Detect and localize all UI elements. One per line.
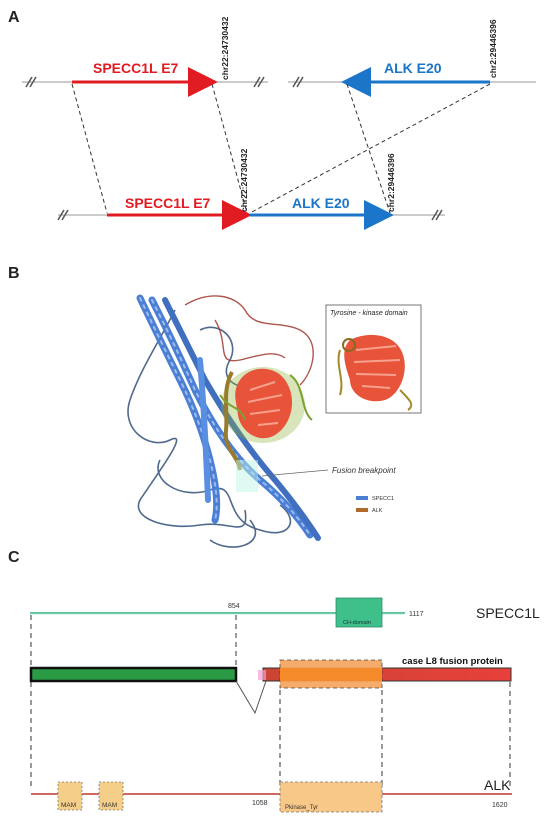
fusion-alk-label: ALK E20 — [292, 195, 350, 211]
panel-a-top-specc1l: SPECC1L E7 chr22:24730432 — [22, 16, 268, 97]
ch-domain-box — [335, 597, 383, 628]
mam-label-1: MAM — [61, 802, 76, 809]
alk-e20-label: ALK E20 — [384, 60, 442, 76]
legend-specc1: SPECC1 — [372, 496, 394, 502]
specc1l-e7-label: SPECC1L E7 — [93, 60, 179, 76]
panel-c-dashed-guides — [30, 615, 511, 788]
mam-label-2: MAM — [102, 802, 117, 809]
specc1l-domain-map: CH-domain 854 1117 SPECC1L — [30, 597, 540, 628]
alk-pos-1620: 1620 — [492, 802, 508, 809]
fusion-protein-bar: case L8 fusion protein — [29, 656, 512, 715]
ch-domain-label: CH-domain — [343, 620, 371, 626]
breakpoint-callout: Fusion breakpoint — [261, 466, 396, 477]
panel-b-label: B — [8, 265, 20, 282]
pkinase-label: Pkinase_Tyr — [285, 805, 318, 811]
panel-a-label: A — [8, 9, 20, 26]
panel-c-label: C — [8, 549, 20, 566]
pkinase-domain — [279, 781, 383, 813]
fusion-protein-label: case L8 fusion protein — [402, 656, 503, 667]
alk-domain-map: MAM MAM Pkinase_Tyr 1058 1620 ALK — [31, 777, 512, 813]
splice-v-line — [235, 680, 267, 715]
alk-pos-1058: 1058 — [252, 800, 268, 807]
panel-a-top-alk: ALK E20 chr2:29446396 — [288, 19, 536, 97]
fusion-chr22-coord: chr22:24730432 — [239, 148, 249, 212]
breakpoint-label: Fusion breakpoint — [332, 466, 396, 475]
fusion-specc1l-segment — [29, 666, 238, 683]
fusion-chr2-coord: chr2:29446396 — [386, 153, 396, 212]
kinase-inset-title: Tyrosine - kinase domain — [330, 310, 408, 317]
structure-legend: SPECC1 ALK — [356, 496, 394, 514]
fusion-specc1l-label: SPECC1L E7 — [125, 195, 211, 211]
mam-domain-2 — [98, 781, 124, 811]
protein-structure-image — [127, 294, 321, 548]
panel-a-dashed-connectors — [71, 83, 491, 214]
mam-domain-1 — [57, 781, 83, 811]
specc1l-pos-854: 854 — [228, 603, 240, 610]
legend-alk: ALK — [372, 508, 383, 514]
chr22-coord-label: chr22:24730432 — [220, 16, 230, 80]
kinase-inset: Tyrosine - kinase domain — [325, 304, 422, 414]
specc1l-name: SPECC1L — [476, 605, 540, 621]
specc1l-pos-1117: 1117 — [409, 611, 424, 618]
panel-a-fusion: SPECC1L E7 ALK E20 chr22:24730432 chr2:2… — [57, 148, 445, 230]
alk-name: ALK — [484, 777, 511, 793]
chr2-coord-label: chr2:29446396 — [488, 19, 498, 78]
